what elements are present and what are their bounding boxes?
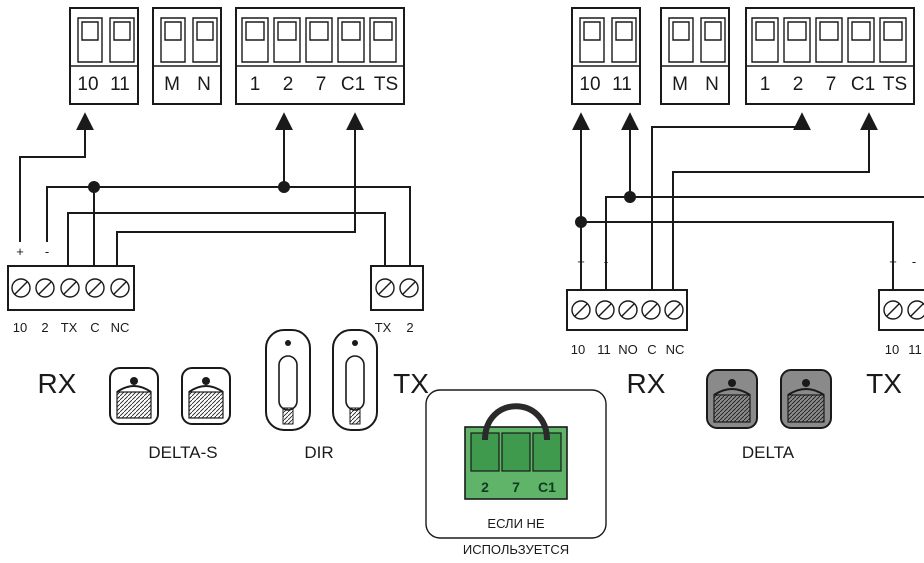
right-rx-terminal-strip bbox=[566, 289, 688, 331]
right-rx-pin-10: 10 bbox=[571, 342, 585, 357]
left-wire-minus-to-bus bbox=[46, 186, 411, 266]
right-rx-pin-c: C bbox=[647, 342, 656, 357]
left-rx-label: RX bbox=[38, 368, 77, 399]
right-rx-minus: - bbox=[604, 254, 608, 269]
right-terminal-block-m-n: M N bbox=[660, 7, 730, 105]
left-wiring bbox=[19, 112, 411, 266]
left-terminal-block-main: 1 2 7 C1 TS bbox=[235, 7, 405, 105]
right-wiring bbox=[572, 112, 924, 290]
left-rx-plus: + bbox=[16, 244, 24, 259]
right-tx-pin-10: 10 bbox=[885, 342, 899, 357]
right-term-1: 1 bbox=[760, 74, 771, 95]
jumper-wire bbox=[482, 403, 550, 441]
right-junction-1 bbox=[575, 216, 587, 228]
delta-s-label: DELTA-S bbox=[148, 443, 217, 462]
left-wire-plus-to-10 bbox=[19, 112, 94, 242]
right-rx-pin-11: 11 bbox=[597, 342, 611, 357]
left-term-ts: TS bbox=[374, 74, 398, 95]
right-tx-terminal-strip bbox=[878, 289, 924, 331]
right-wire-c-to-c1 bbox=[672, 112, 878, 290]
dir-label: DIR bbox=[304, 443, 333, 462]
left-rx-pin-2: 2 bbox=[41, 320, 48, 335]
left-rx-pin-nc: NC bbox=[111, 320, 130, 335]
right-rx-pin-no: NO bbox=[618, 342, 638, 357]
right-wire-minus bbox=[605, 196, 924, 290]
left-junction-2 bbox=[278, 181, 290, 193]
right-term-2: 2 bbox=[793, 74, 804, 95]
left-rx-terminal-strip bbox=[7, 265, 135, 311]
right-wire-no-to-2 bbox=[651, 112, 811, 290]
right-term-n: N bbox=[705, 74, 719, 95]
jumper-caption-line1: ЕСЛИ НЕ bbox=[487, 516, 545, 531]
left-junction-1 bbox=[88, 181, 100, 193]
left-term-2: 2 bbox=[283, 74, 294, 95]
right-tx-label: TX bbox=[866, 368, 902, 399]
left-tx-label: TX bbox=[393, 368, 429, 399]
left-term-n: N bbox=[197, 74, 211, 95]
left-term-10: 10 bbox=[77, 74, 98, 95]
right-tx-plus: + bbox=[889, 254, 897, 269]
left-term-c1: C1 bbox=[341, 74, 365, 95]
left-rx-pin-tx: TX bbox=[61, 320, 78, 335]
left-tx-pin-tx: TX bbox=[375, 320, 392, 335]
jumper-pin-7: 7 bbox=[512, 479, 520, 495]
jumper-caption-line2: ИСПОЛЬЗУЕТСЯ bbox=[463, 542, 569, 557]
right-terminal-block-main: 1 2 7 C1 TS bbox=[745, 7, 915, 105]
left-rx-pin-10: 10 bbox=[13, 320, 27, 335]
left-tx-terminal-strip bbox=[370, 265, 424, 311]
dir-photocell-icon bbox=[265, 329, 378, 431]
delta-s-photocell-icon bbox=[109, 367, 231, 425]
left-term-7: 7 bbox=[316, 74, 327, 95]
right-term-11: 11 bbox=[612, 74, 632, 95]
right-term-m: M bbox=[672, 74, 688, 95]
delta-label: DELTA bbox=[742, 443, 795, 462]
left-term-11: 11 bbox=[110, 74, 130, 95]
right-term-c1: C1 bbox=[851, 74, 875, 95]
left-terminal-block-m-n: M N bbox=[152, 7, 222, 105]
right-rx-plus: + bbox=[577, 254, 585, 269]
jumper-pin-c1: C1 bbox=[538, 479, 556, 495]
right-junction-2 bbox=[624, 191, 636, 203]
right-term-10: 10 bbox=[579, 74, 600, 95]
right-term-ts: TS bbox=[883, 74, 907, 95]
right-rx-pin-nc: NC bbox=[666, 342, 685, 357]
left-term-m: M bbox=[164, 74, 180, 95]
right-term-7: 7 bbox=[826, 74, 837, 95]
right-tx-minus: - bbox=[912, 254, 916, 269]
delta-photocell-icon bbox=[706, 369, 832, 429]
right-wire-bus-plus bbox=[581, 221, 894, 290]
right-tx-pin-11: 11 bbox=[908, 342, 922, 357]
left-tx-pin-2: 2 bbox=[406, 320, 413, 335]
left-wire-nc-to-c1 bbox=[116, 112, 364, 266]
left-term-1: 1 bbox=[250, 74, 261, 95]
left-terminal-block-10-11: 10 11 bbox=[69, 7, 139, 105]
right-rx-label: RX bbox=[627, 368, 666, 399]
jumper-box bbox=[425, 389, 607, 539]
left-rx-minus: - bbox=[45, 244, 49, 259]
left-rx-pin-c: C bbox=[90, 320, 99, 335]
right-terminal-block-10-11: 10 11 bbox=[571, 7, 641, 105]
left-wire-tx bbox=[67, 212, 386, 266]
jumper-pin-2: 2 bbox=[481, 479, 489, 495]
